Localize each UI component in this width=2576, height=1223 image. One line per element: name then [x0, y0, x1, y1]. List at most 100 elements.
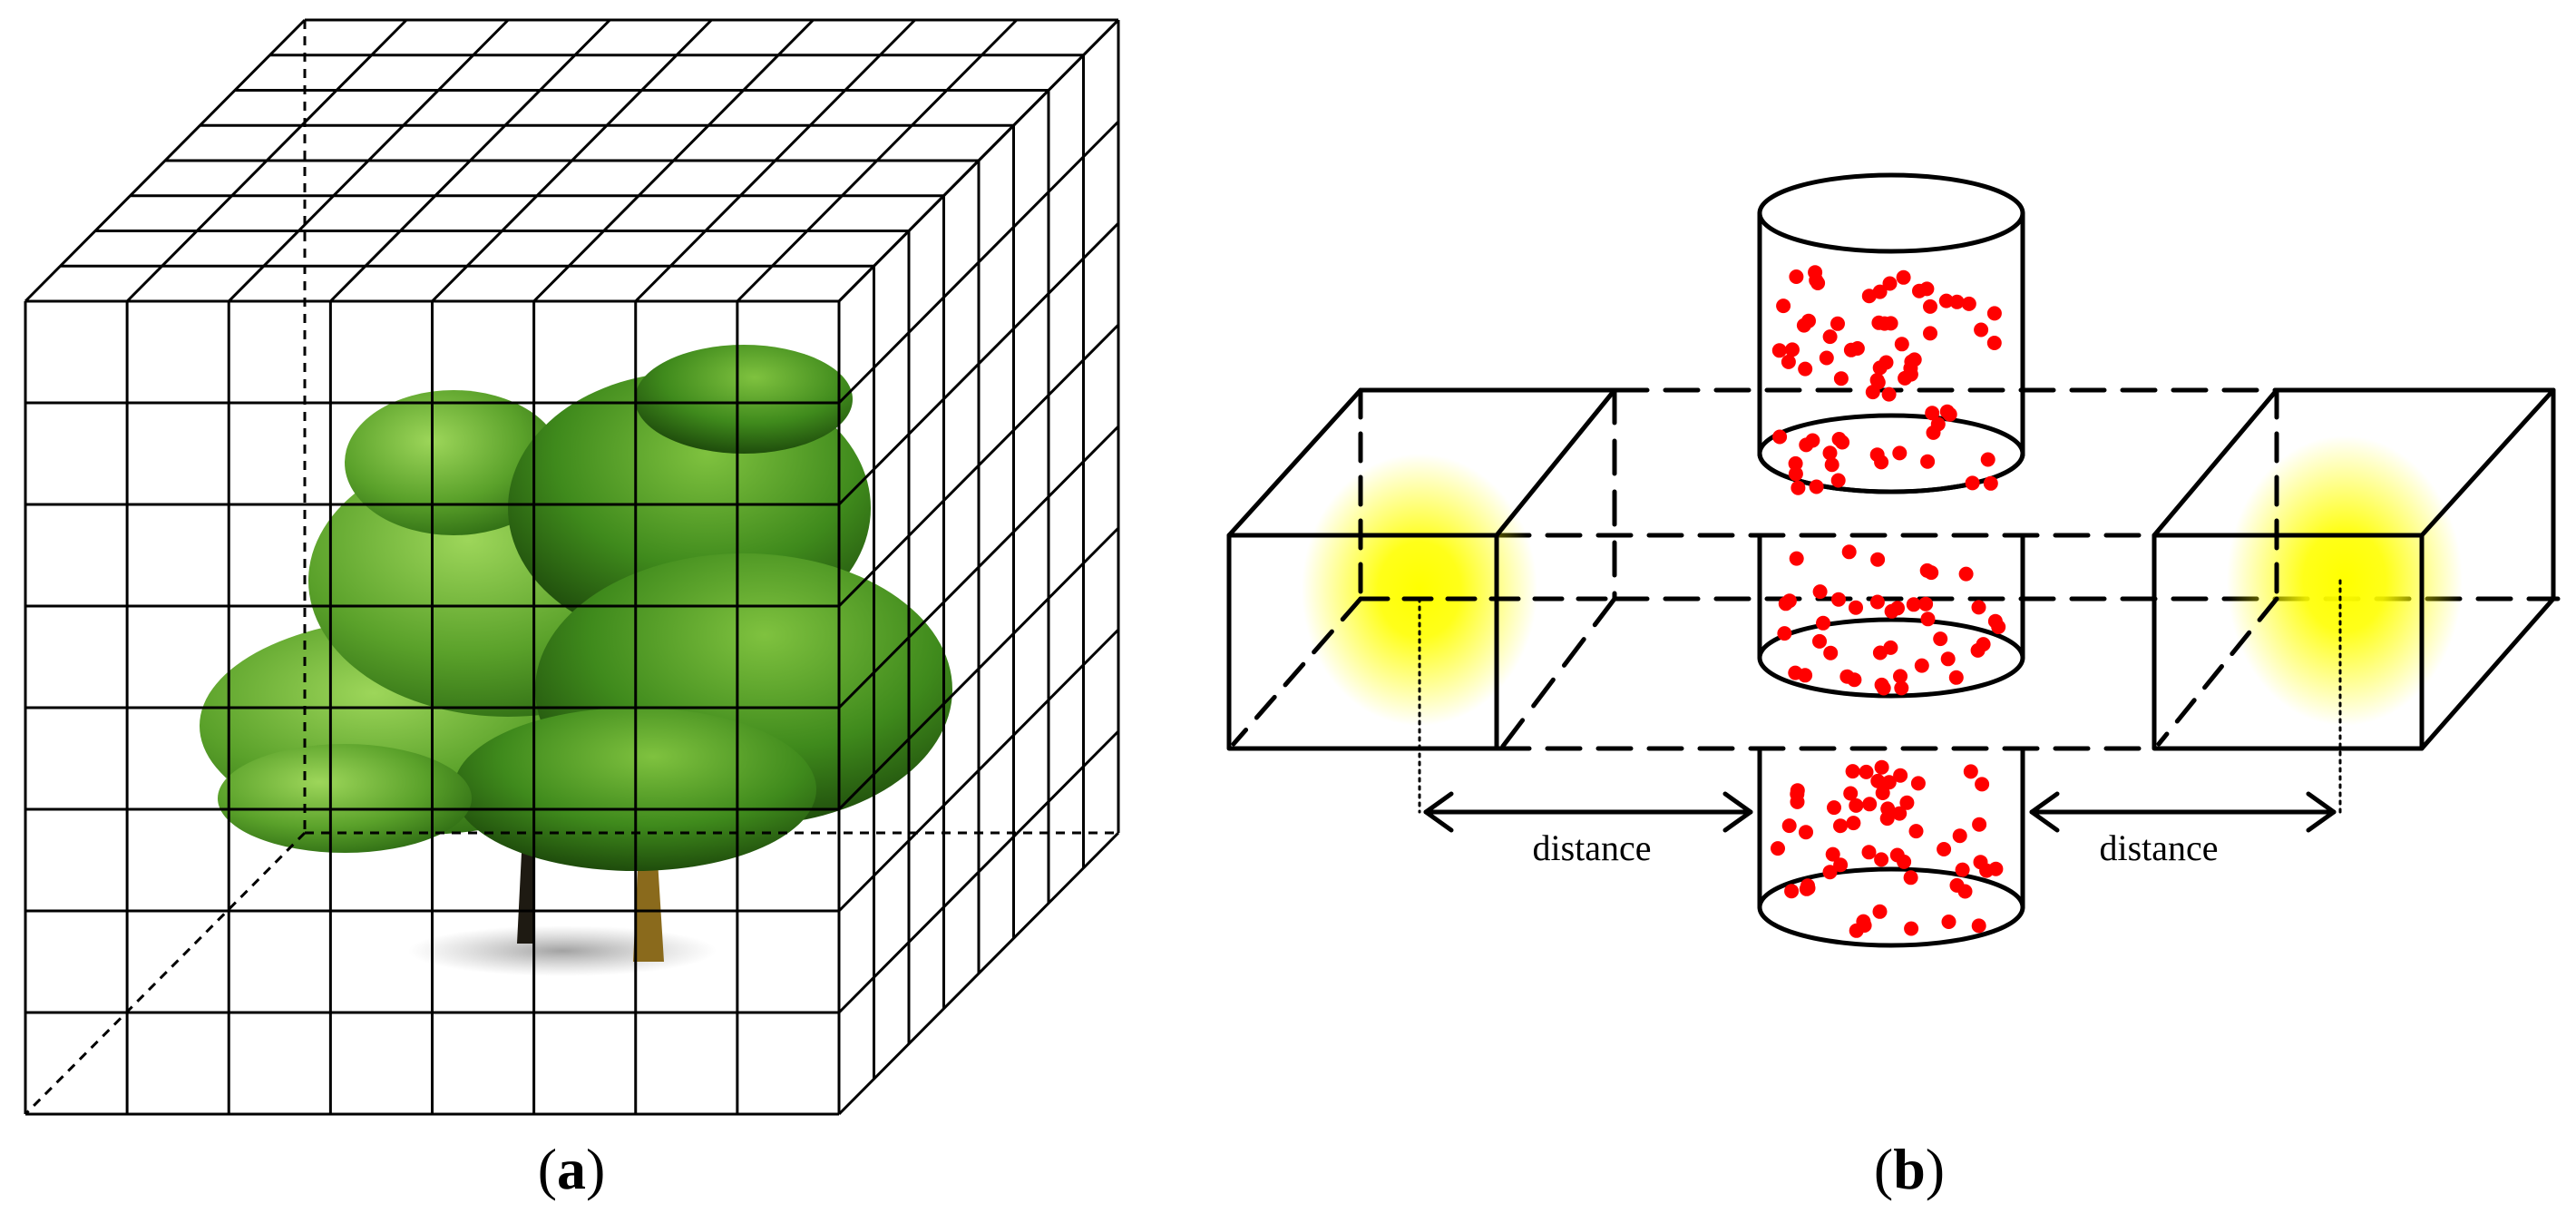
point — [1789, 269, 1804, 284]
point — [1894, 337, 1909, 352]
point — [1776, 298, 1791, 314]
point — [1809, 479, 1824, 494]
point — [1924, 565, 1939, 581]
point — [1878, 355, 1894, 370]
point — [1971, 600, 1986, 615]
drop-lines — [1418, 579, 2342, 814]
point — [1912, 283, 1927, 298]
point — [1923, 298, 1937, 314]
distance-label-left: distance — [1532, 827, 1651, 868]
point — [1831, 432, 1847, 446]
distance-arrow-right — [2029, 791, 2337, 833]
point — [1865, 385, 1880, 400]
point — [1788, 455, 1803, 471]
point — [1889, 847, 1905, 863]
point — [1859, 764, 1874, 779]
cylinder-bottom — [1757, 746, 2025, 948]
point — [1869, 594, 1885, 610]
point — [1941, 915, 1956, 929]
point — [1879, 811, 1895, 827]
point — [1920, 454, 1936, 469]
grid-line — [532, 18, 815, 303]
point — [1819, 350, 1834, 366]
point — [1930, 416, 1946, 432]
point — [1801, 313, 1816, 328]
distance-label-right: distance — [2099, 827, 2218, 868]
point — [1777, 626, 1792, 641]
point — [1986, 306, 2002, 321]
grid-line — [736, 18, 1018, 303]
point — [1839, 669, 1855, 684]
point — [1904, 921, 1919, 936]
point — [1893, 768, 1908, 783]
point — [1812, 633, 1827, 649]
point — [1781, 354, 1796, 369]
point — [1861, 845, 1877, 860]
point — [1869, 373, 1885, 387]
point — [1939, 404, 1955, 419]
point — [1830, 473, 1846, 488]
point — [1833, 371, 1849, 386]
point — [1883, 640, 1898, 655]
grid-line — [634, 18, 916, 303]
point — [1849, 797, 1864, 813]
point — [1825, 846, 1840, 862]
point — [1920, 612, 1936, 627]
point — [1789, 551, 1804, 566]
point — [1986, 336, 2002, 350]
point — [1971, 918, 1986, 934]
point — [1785, 342, 1800, 357]
panel-b-light-distance: distance distance (b) — [1226, 172, 2561, 1201]
point — [1906, 597, 1921, 612]
tree-foliage — [200, 345, 952, 871]
point — [1970, 642, 1986, 658]
point — [1938, 293, 1954, 308]
point — [1918, 596, 1934, 612]
cube-top-grid — [24, 18, 1120, 303]
point — [1778, 596, 1793, 612]
point — [1908, 824, 1924, 839]
point — [1948, 670, 1964, 685]
point — [1788, 466, 1803, 482]
point — [1849, 923, 1864, 938]
point — [1876, 680, 1891, 696]
point — [1870, 773, 1886, 788]
point — [1798, 668, 1813, 683]
grid-line — [837, 729, 1120, 1014]
point — [1882, 276, 1898, 291]
right-light-box — [2152, 387, 2556, 751]
point — [1845, 764, 1860, 779]
point — [1808, 265, 1823, 280]
hidden-edge — [24, 831, 307, 1116]
light-glow-right — [2227, 435, 2463, 726]
caption-a: (a) — [538, 1137, 606, 1201]
cylinder-top — [1757, 172, 2025, 494]
point — [1784, 884, 1800, 899]
point — [1798, 361, 1813, 377]
point — [1843, 786, 1859, 801]
point — [1965, 475, 1980, 491]
point — [1862, 797, 1878, 812]
point — [1974, 322, 1989, 338]
point — [1830, 316, 1845, 331]
point — [1874, 455, 1889, 470]
point — [1899, 795, 1915, 810]
point — [1903, 367, 1918, 382]
point — [1893, 669, 1908, 684]
point — [1874, 759, 1889, 775]
point — [1791, 480, 1806, 495]
caption-b: (b) — [1874, 1137, 1945, 1201]
tree-shadow — [408, 925, 717, 976]
point — [1961, 296, 1976, 311]
point — [1833, 857, 1849, 873]
point — [1896, 269, 1911, 285]
light-glow-left — [1302, 454, 1537, 726]
point — [1933, 631, 1948, 647]
point — [1957, 884, 1973, 899]
point — [1910, 776, 1926, 791]
point — [1972, 817, 1987, 832]
point — [1903, 870, 1918, 885]
point — [1790, 794, 1805, 809]
grid-line — [837, 628, 1120, 913]
